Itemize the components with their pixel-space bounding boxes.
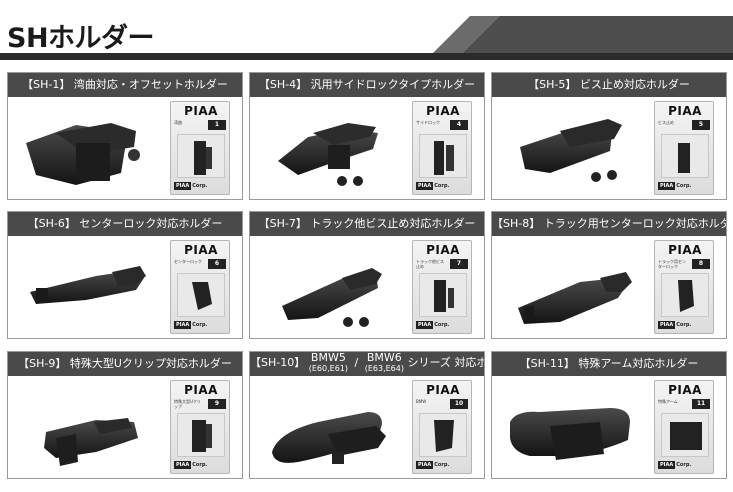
package-number: 1	[208, 120, 226, 130]
package-label: 湾曲	[174, 120, 182, 125]
card-title-suffix: シリーズ 対応ホルダー	[407, 355, 484, 369]
package-label: トラック用センターロック	[658, 259, 686, 269]
package-brand: PIAA	[668, 243, 702, 257]
product-card-sh-9[interactable]: 【SH-9】 特殊大型Uクリップ対応ホルダー PIAA 特殊大型Uクリップ 9 …	[7, 351, 243, 479]
page-header: SHホルダー	[0, 0, 733, 62]
card-title: 【SH-5】 ビス止め対応ホルダー	[492, 73, 726, 97]
product-card-sh-4[interactable]: 【SH-4】 汎用サイドロックタイプホルダー PIAA サイドロック 4 PIA…	[249, 72, 485, 200]
card-title: 【SH-10】 BMW5 (E60,E61) / BMW6 (E63,E64) …	[250, 352, 484, 376]
product-card-sh-10[interactable]: 【SH-10】 BMW5 (E60,E61) / BMW6 (E63,E64) …	[249, 351, 485, 479]
card-title: 【SH-11】 特殊アーム対応ホルダー	[492, 352, 726, 376]
package-brand: PIAA	[184, 243, 218, 257]
holder-image	[278, 123, 378, 186]
card-title: 【SH-1】 湾曲対応・オフセットホルダー	[8, 73, 242, 97]
title-separator: /	[354, 355, 359, 369]
bmw5-label: BMW5 (E60,E61)	[308, 352, 348, 373]
bmw6-label: BMW6 (E63,E64)	[364, 352, 404, 373]
product-card-sh-7[interactable]: 【SH-7】 トラック他ビス止め対応ホルダー PIAA トラック他ビス止め 7 …	[249, 211, 485, 339]
package-brand: PIAA	[426, 383, 460, 397]
holder-image	[518, 272, 632, 324]
package-window	[177, 413, 225, 457]
package-label: サイドロック	[416, 120, 440, 125]
package-number: 10	[450, 399, 468, 409]
package-window	[419, 273, 467, 317]
package-number: 6	[208, 259, 226, 269]
package-brand: PIAA	[184, 104, 218, 118]
holder-image	[30, 266, 146, 304]
package-window	[419, 134, 467, 178]
package-label: 特殊アーム	[658, 399, 678, 404]
header-underline	[0, 53, 733, 60]
card-title: 【SH-7】 トラック他ビス止め対応ホルダー	[250, 212, 484, 236]
holder-image	[44, 418, 138, 466]
package-brand: PIAA	[668, 383, 702, 397]
package-label: トラック他ビス止め	[416, 259, 444, 269]
package-brand: PIAA	[184, 383, 218, 397]
card-title: 【SH-8】 トラック用センターロック対応ホルダー	[492, 212, 726, 236]
package-label: 特殊大型Uクリップ	[174, 399, 201, 409]
package-window	[661, 134, 709, 178]
package-number: 5	[692, 120, 710, 130]
card-title: 【SH-6】 センターロック対応ホルダー	[8, 212, 242, 236]
package-window	[661, 273, 709, 317]
package-label: センターロック	[174, 259, 202, 264]
package-window	[661, 413, 709, 457]
holder-image	[272, 412, 386, 464]
header-decoration	[430, 16, 733, 56]
package-number: 11	[692, 399, 710, 409]
product-card-sh-6[interactable]: 【SH-6】 センターロック対応ホルダー PIAA センターロック 6 PIAA…	[7, 211, 243, 339]
holder-image	[282, 268, 382, 327]
page-title: SHホルダー	[7, 23, 155, 54]
holder-image	[26, 123, 140, 185]
card-title-prefix: 【SH-10】	[250, 355, 306, 369]
package-number: 7	[450, 259, 468, 269]
package-brand: PIAA	[426, 104, 460, 118]
package-window	[419, 413, 467, 457]
package-label: BMW	[416, 399, 427, 404]
holder-image	[510, 408, 630, 460]
package-window	[177, 273, 225, 317]
package-number: 4	[450, 120, 468, 130]
product-card-sh-8[interactable]: 【SH-8】 トラック用センターロック対応ホルダー PIAA トラック用センター…	[491, 211, 727, 339]
package-window	[177, 134, 225, 178]
package-number: 8	[692, 259, 710, 269]
package-label: ビス止め	[658, 120, 674, 125]
card-title: 【SH-9】 特殊大型Uクリップ対応ホルダー	[8, 352, 242, 376]
package-brand: PIAA	[426, 243, 460, 257]
holder-image	[520, 119, 622, 182]
card-title: 【SH-4】 汎用サイドロックタイプホルダー	[250, 73, 484, 97]
package-number: 9	[208, 399, 226, 409]
package-brand: PIAA	[668, 104, 702, 118]
